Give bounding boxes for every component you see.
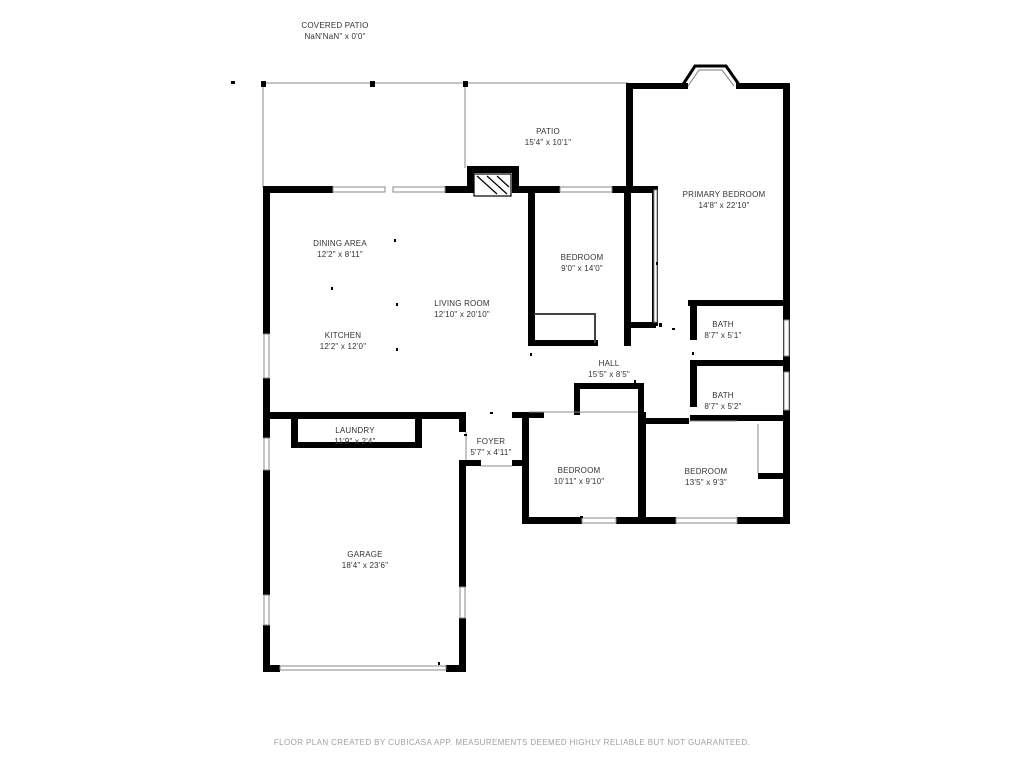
room-label-garage: GARAGE 18'4" x 23'6" <box>342 549 388 571</box>
room-dimensions: 8'7" x 5'2" <box>704 402 742 411</box>
room-name: LAUNDRY <box>335 426 375 435</box>
room-name: BATH <box>712 320 734 329</box>
room-label-bedroom-1: BEDROOM 9'0" x 14'0" <box>561 252 604 274</box>
room-label-laundry: LAUNDRY 11'9" x 2'4" <box>334 425 375 447</box>
room-dimensions: 9'0" x 14'0" <box>561 264 603 273</box>
room-label-foyer: FOYER 5'7" x 4'11" <box>470 436 511 458</box>
room-label-bath-1: BATH 8'7" x 5'1" <box>704 319 741 341</box>
fireplace-icon <box>473 173 512 197</box>
room-label-covered-patio: COVERED PATIO NaN'NaN" x 0'0" <box>301 20 368 42</box>
room-label-bedroom-3: BEDROOM 13'5" x 9'3" <box>685 466 728 488</box>
room-name: DINING AREA <box>313 239 367 248</box>
disclaimer-footer: FLOOR PLAN CREATED BY CUBICASA APP. MEAS… <box>273 738 751 747</box>
room-name: BATH <box>712 391 734 400</box>
room-dimensions: 15'5" x 8'5" <box>588 370 630 379</box>
patio-posts <box>231 81 468 87</box>
room-label-kitchen: KITCHEN 12'2" x 12'0" <box>320 330 366 352</box>
room-label-living-room: LIVING ROOM 12'10" x 20'10" <box>434 298 490 320</box>
room-label-patio: PATIO 15'4" x 10'1" <box>525 126 571 148</box>
room-dimensions: 12'10" x 20'10" <box>434 310 490 319</box>
room-label-bedroom-2: BEDROOM 10'11" x 9'10" <box>554 465 605 487</box>
room-name: BEDROOM <box>557 466 601 475</box>
windows <box>263 186 790 671</box>
room-dimensions: 10'11" x 9'10" <box>553 477 605 486</box>
bay-window <box>680 64 742 87</box>
room-dimensions: 15'4" x 10'1" <box>524 138 572 147</box>
room-label-bath-2: BATH 8'7" x 5'2" <box>704 390 741 412</box>
room-dimensions: 5'7" x 4'11" <box>470 448 512 457</box>
room-dimensions: 12'2" x 8'11" <box>317 250 363 259</box>
exterior-walls <box>263 83 790 672</box>
room-name: FOYER <box>476 437 506 446</box>
room-dimensions: NaN'NaN" x 0'0" <box>304 32 366 41</box>
room-name: LIVING ROOM <box>434 299 490 308</box>
room-name: BEDROOM <box>560 253 604 262</box>
room-name: PATIO <box>536 127 560 136</box>
room-name: COVERED PATIO <box>301 21 369 30</box>
room-name: GARAGE <box>347 550 383 559</box>
room-name: KITCHEN <box>324 331 362 340</box>
room-dimensions: 11'9" x 2'4" <box>334 437 376 446</box>
room-dimensions: 18'4" x 23'6" <box>341 561 389 570</box>
room-dimensions: 13'5" x 9'3" <box>685 478 727 487</box>
room-label-primary-bedroom: PRIMARY BEDROOM 14'8" x 22'10" <box>683 189 766 211</box>
room-label-dining-area: DINING AREA 12'2" x 8'11" <box>313 238 367 260</box>
room-label-hall: HALL 15'5" x 8'5" <box>588 358 630 380</box>
room-name: PRIMARY BEDROOM <box>682 190 766 199</box>
room-name: BEDROOM <box>684 467 728 476</box>
room-dimensions: 12'2" x 12'0" <box>319 342 367 351</box>
tick-marks <box>268 126 785 665</box>
room-name: HALL <box>598 359 620 368</box>
interior-lines <box>465 411 759 473</box>
patio-outline <box>262 82 629 188</box>
room-dimensions: 14'8" x 22'10" <box>698 201 750 210</box>
room-dimensions: 8'7" x 5'1" <box>704 331 742 340</box>
